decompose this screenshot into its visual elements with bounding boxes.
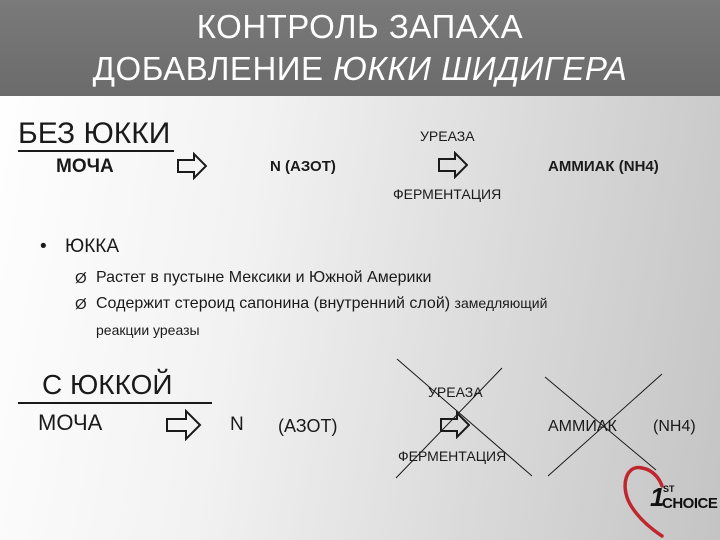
without-yucca-fermentation: ФЕРМЕНТАЦИЯ bbox=[393, 186, 502, 202]
bullet-marker: • bbox=[40, 236, 47, 257]
title-bar: КОНТРОЛЬ ЗАПАХА ДОБАВЛЕНИЕ ЮККИ ШИДИГЕРА bbox=[0, 0, 720, 96]
with-yucca-urease: УРЕАЗА bbox=[428, 384, 483, 400]
heart-outline-icon bbox=[623, 465, 664, 538]
sub-bullet-marker: Ø bbox=[75, 296, 87, 313]
with-yucca-underline bbox=[18, 402, 212, 404]
title-line-2-normal: ДОБАВЛЕНИЕ bbox=[92, 50, 334, 87]
with-yucca-nitrogen: (АЗОТ) bbox=[278, 416, 338, 436]
yucca-item-2-tail: замедляющий bbox=[454, 295, 548, 311]
yucca-item-1: Растет в пустыне Мексики и Южной Америки bbox=[96, 269, 432, 286]
cross-line-urease-2 bbox=[395, 367, 503, 479]
without-yucca-urease: УРЕАЗА bbox=[420, 128, 475, 144]
cross-line-ammonia-1 bbox=[544, 376, 657, 471]
with-yucca-heading: С ЮККОЙ bbox=[42, 369, 173, 400]
yucca-heading: ЮККА bbox=[65, 236, 120, 257]
cross-line-ammonia-2 bbox=[547, 373, 663, 477]
without-yucca-nitrogen: N (АЗОТ) bbox=[270, 158, 336, 175]
logo-number: 1 bbox=[650, 482, 665, 512]
without-yucca-underline bbox=[18, 150, 174, 152]
yucca-item-2: Содержит стероид сапонина (внутренний сл… bbox=[96, 295, 547, 313]
title-line-2-italic: ЮККИ ШИДИГЕРА bbox=[333, 50, 628, 87]
yucca-item-2-main: Содержит стероид сапонина (внутренний сл… bbox=[96, 295, 455, 312]
without-yucca-urine: МОЧА bbox=[56, 156, 114, 177]
title-line-1: КОНТРОЛЬ ЗАПАХА bbox=[196, 8, 524, 45]
logo-superscript: ST bbox=[663, 484, 675, 494]
with-yucca-urine: МОЧА bbox=[38, 410, 103, 435]
arrow-icon bbox=[177, 152, 207, 180]
arrow-icon bbox=[438, 151, 468, 179]
logo-text: CHOICE bbox=[662, 495, 718, 512]
with-yucca-nh4: (NH4) bbox=[653, 418, 696, 435]
sub-bullet-marker: Ø bbox=[75, 270, 87, 287]
without-yucca-ammonia: АММИАК (NH4) bbox=[548, 158, 659, 175]
1st-choice-logo: 1 ST CHOICE bbox=[620, 462, 718, 538]
with-yucca-fermentation: ФЕРМЕНТАЦИЯ bbox=[398, 448, 507, 464]
without-yucca-heading: БЕЗ ЮККИ bbox=[18, 117, 171, 150]
title-line-2: ДОБАВЛЕНИЕ ЮККИ ШИДИГЕРА bbox=[0, 50, 720, 88]
arrow-icon bbox=[440, 411, 470, 439]
yucca-item-2-continuation: реакции уреазы bbox=[96, 322, 200, 338]
arrow-icon bbox=[166, 409, 202, 441]
cross-line-urease-1 bbox=[396, 358, 533, 477]
with-yucca-n: N bbox=[230, 414, 244, 435]
